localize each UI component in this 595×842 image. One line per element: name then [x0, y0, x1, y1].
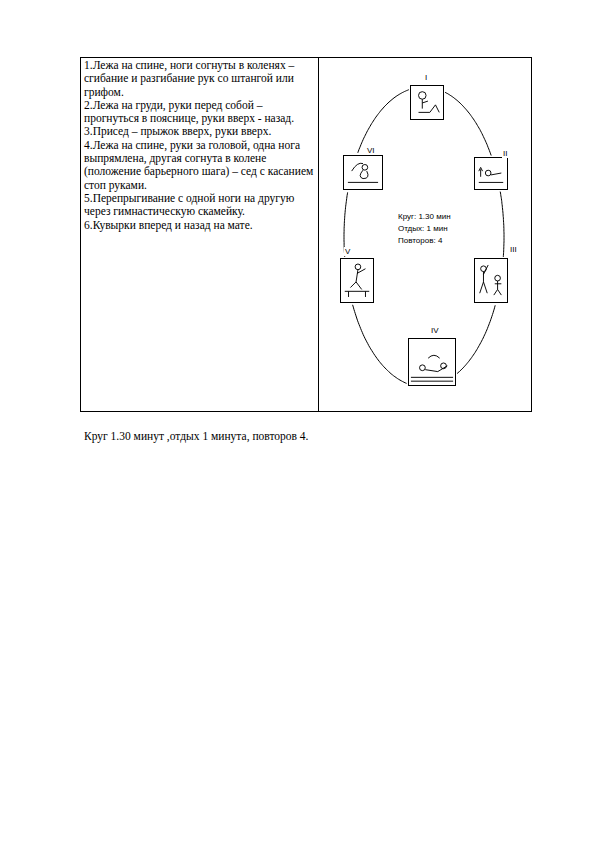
circuit-arc [445, 92, 491, 155]
circuit-info: Отдых: 1 мин [398, 224, 448, 234]
exercise-text: 2.Лежа на груди, руки перед собой – прог… [84, 99, 316, 126]
exercise-text: 4.Лежа на спине, руки за головой, одна н… [84, 139, 316, 192]
circuit-arc [457, 305, 495, 373]
circuit-arc [500, 192, 504, 257]
station-number: V [344, 247, 351, 256]
exercise-box: IV [408, 338, 456, 386]
exercise-figure [411, 86, 443, 119]
exercise-list: 1.Лежа на спине, ноги согнуты в коленях … [84, 59, 316, 232]
exercise-text: 6.Кувырки вперед и назад на мате. [84, 219, 316, 232]
station-number: VI [366, 146, 376, 155]
caption: Круг 1.30 минут ,отдых 1 минута, повторо… [84, 430, 308, 442]
station-number: IV [430, 326, 440, 335]
circuit-info: Круг: 1.30 мин [398, 212, 451, 222]
exercise-figure [475, 259, 507, 302]
table-divider [318, 57, 319, 412]
exercise-text: 5.Перепрыгивание с одной ноги на другую … [84, 192, 316, 219]
station-number: III [509, 245, 518, 254]
exercise-figure [409, 339, 455, 385]
station-number: II [502, 149, 508, 158]
exercise-figure [341, 259, 373, 302]
exercise-box: VI [343, 155, 383, 190]
circuit-arc [353, 305, 407, 384]
exercise-text: 3.Присед – прыжок вверх, руки вверх. [84, 125, 316, 138]
exercise-box: III [474, 258, 508, 303]
exercise-box: V [340, 258, 374, 303]
circuit-info: Повторов: 4 [398, 236, 442, 246]
station-number: I [424, 73, 428, 82]
circuit-arc [358, 90, 409, 153]
exercise-figure [475, 158, 507, 189]
exercise-box: I [410, 85, 444, 120]
exercise-box: II [474, 157, 508, 190]
exercise-figure [344, 156, 382, 189]
exercise-text: 1.Лежа на спине, ноги согнуты в коленях … [84, 59, 316, 99]
